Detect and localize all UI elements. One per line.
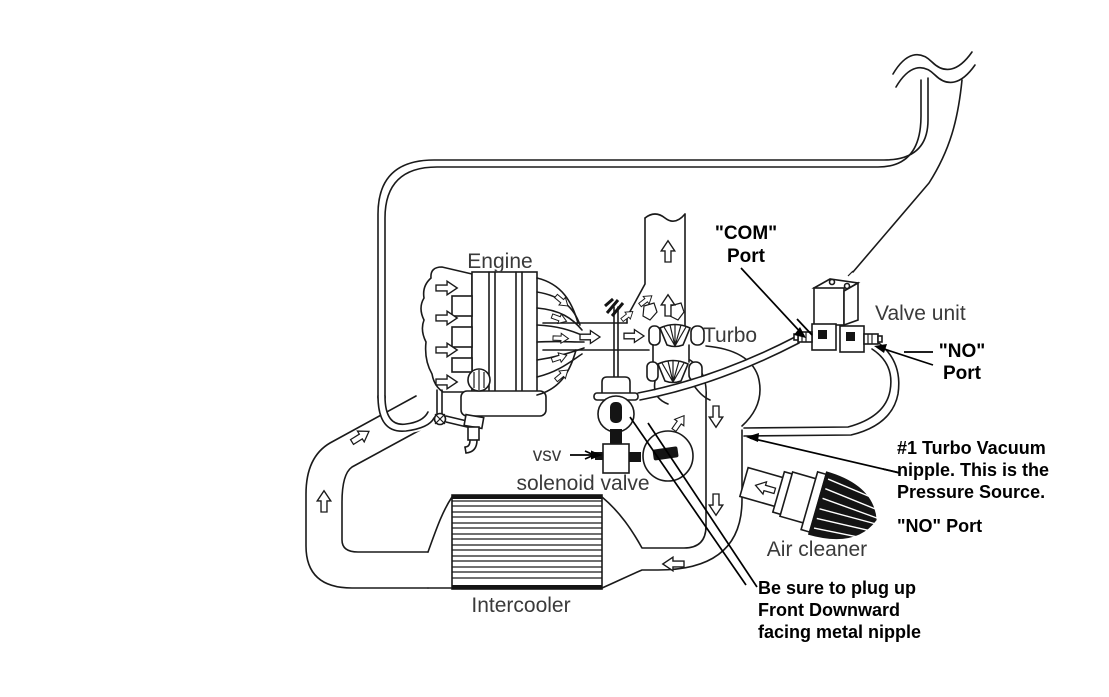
pressure-source-line1: #1 Turbo Vacuum xyxy=(897,438,1046,458)
pressure-source-note: #1 Turbo Vacuum nipple. This is the Pres… xyxy=(897,438,1049,536)
plug-note-leader-1 xyxy=(629,416,747,586)
intercooler-fins xyxy=(452,500,602,579)
com-port-leader xyxy=(740,267,805,337)
metal-nipple xyxy=(652,446,679,461)
pressure-source-leader xyxy=(749,437,901,474)
callout-leaders xyxy=(570,267,934,588)
turbine-wheel xyxy=(648,323,705,348)
no-port-label-line2: Port xyxy=(943,363,982,384)
vsv-label: vsv xyxy=(533,445,562,466)
no-port xyxy=(839,325,883,353)
valve-unit-label: Valve unit xyxy=(875,302,966,325)
com-port-label-line2: Port xyxy=(727,246,766,267)
top-vacuum-hose xyxy=(377,51,976,399)
pressure-source-line2: nipple. This is the xyxy=(897,460,1049,480)
intercooler-label: Intercooler xyxy=(471,594,570,617)
plug-up-line3: facing metal nipple xyxy=(758,622,921,642)
no-port-label-line1: "NO" xyxy=(939,341,986,362)
plug-up-line1: Be sure to plug up xyxy=(758,578,916,598)
left-charge-pipe xyxy=(305,395,429,589)
vacuum-hoses xyxy=(637,335,900,437)
engine-label: Engine xyxy=(467,250,532,273)
air-cleaner-label: Air cleaner xyxy=(767,538,867,561)
drain-nipple-device xyxy=(463,413,485,454)
diagram-labels: Engine Turbo Valve unit "COM" Port "NO" … xyxy=(467,223,1049,642)
plug-note-leader-2 xyxy=(647,422,758,588)
pressure-source-line3: Pressure Source. xyxy=(897,482,1045,502)
engine-base xyxy=(460,390,547,417)
com-hose xyxy=(637,335,798,394)
vsv-solenoid xyxy=(595,443,641,474)
hose-break-symbol xyxy=(892,51,976,88)
pressure-source-line4: "NO" Port xyxy=(897,516,982,536)
no-hose xyxy=(743,340,900,437)
turbo-assembly xyxy=(646,323,705,384)
solenoid-valve-label: solenoid valve xyxy=(516,472,649,495)
com-port-label-line1: "COM" xyxy=(715,223,777,244)
vacuum-tee-junction xyxy=(377,389,485,454)
air-cleaner xyxy=(738,466,878,540)
metal-nipple-circle xyxy=(642,430,694,482)
exhaust-stack xyxy=(542,213,686,351)
turbo-label: Turbo xyxy=(703,324,757,347)
no-port-leader xyxy=(877,346,934,366)
plug-up-line2: Front Downward xyxy=(758,600,900,620)
engine xyxy=(420,266,585,417)
plug-up-note: Be sure to plug up Front Downward facing… xyxy=(758,578,921,642)
valve-unit xyxy=(793,270,883,353)
wastegate-actuator xyxy=(593,297,639,445)
